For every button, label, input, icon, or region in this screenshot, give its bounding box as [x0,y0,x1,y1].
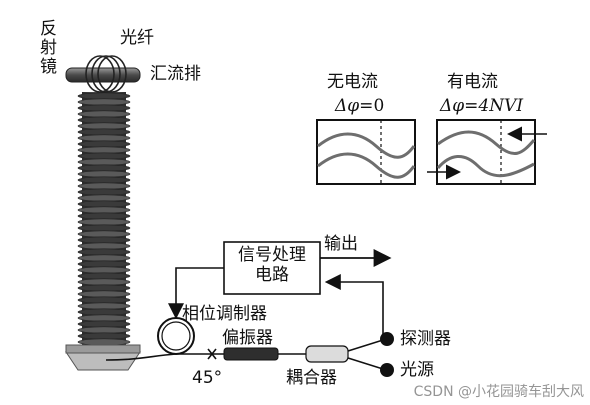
with-current-equation-nvi: NVI [489,96,524,116]
insulator-shed [77,176,131,184]
waveform-no-current [316,119,416,185]
signal-processing-line2: 电路 [255,264,289,285]
insulator-shed [77,152,131,160]
fiber-label: 光纤 [120,28,154,48]
detector-label: 探测器 [400,329,451,349]
detector-signal-line [324,274,384,340]
insulator-shed [77,116,131,124]
fiber-loop-coils [85,55,127,93]
with-current-equation-prefix: Δφ=4 [440,96,490,116]
insulator-shed [77,212,131,220]
with-current-label: 有电流 [447,72,498,92]
no-current-equation: Δφ=0 [335,98,384,115]
insulator-shed [77,158,131,166]
insulator-shed [77,122,131,130]
insulator-shed [77,230,131,238]
insulator-shed [77,194,131,202]
modulation-control-line [168,267,224,320]
insulator-shed [77,224,131,232]
coupler-label: 耦合器 [286,368,337,388]
output-label: 输出 [324,234,358,254]
insulator-shed [77,188,131,196]
insulator-shed [77,302,131,310]
insulator-shed [77,110,131,118]
coupler-element [305,339,384,370]
insulator-shed [77,278,131,286]
insulator-shed [77,134,131,142]
insulator-shed [77,98,131,106]
insulator-shed [77,164,131,172]
insulator-shed [77,266,131,274]
phase-modulator-label: 相位调制器 [182,304,267,324]
insulator-shed [77,200,131,208]
insulator-shed [77,326,131,334]
insulator-shed [77,272,131,280]
insulator-shed [77,146,131,154]
insulator-shed [77,236,131,244]
busbar [65,67,141,83]
angle-label: 45° [192,368,223,388]
watermark-text: CSDN @小花园骑车刮大风 [413,384,584,400]
splice-45-mark [207,348,217,360]
insulator-shed [77,296,131,304]
insulator-shed [77,104,131,112]
no-current-label: 无电流 [327,72,378,92]
busbar-label: 汇流排 [150,64,201,84]
polarizer-label: 偏振器 [222,328,273,348]
waveform-with-current [427,119,547,185]
insulator-shed [77,254,131,262]
with-current-equation: Δφ=4NVI [440,98,523,115]
insulator-shed [77,140,131,148]
mirror-label: 反 射 镜 [40,19,57,77]
signal-processing-box [223,241,321,295]
insulator-shed [77,128,131,136]
insulator-shed [77,338,131,346]
insulator-shed [77,320,131,328]
insulator-shed [77,290,131,298]
light-source-dot [380,363,394,377]
insulator-shed [77,332,131,340]
no-current-equation-prefix: Δφ= [335,96,374,116]
insulator-shed [77,206,131,214]
polarizer-element [223,347,279,361]
insulator-shed [77,248,131,256]
insulator-shed [77,92,131,100]
signal-processing-text: 信号处理 电路 [224,245,320,285]
insulator-shed [77,170,131,178]
no-current-equation-value: 0 [373,96,385,116]
detector-dot [380,332,394,346]
signal-processing-line1: 信号处理 [238,245,306,265]
insulator-shed [77,218,131,226]
insulator-shed [77,242,131,250]
insulator-shed [77,314,131,322]
insulator-column [65,92,141,371]
insulator-shed [77,260,131,268]
insulator-shed [77,308,131,316]
insulator-shed [77,182,131,190]
insulator-shed [77,284,131,292]
light-source-label: 光源 [400,360,434,380]
fiber-lead [105,353,177,361]
